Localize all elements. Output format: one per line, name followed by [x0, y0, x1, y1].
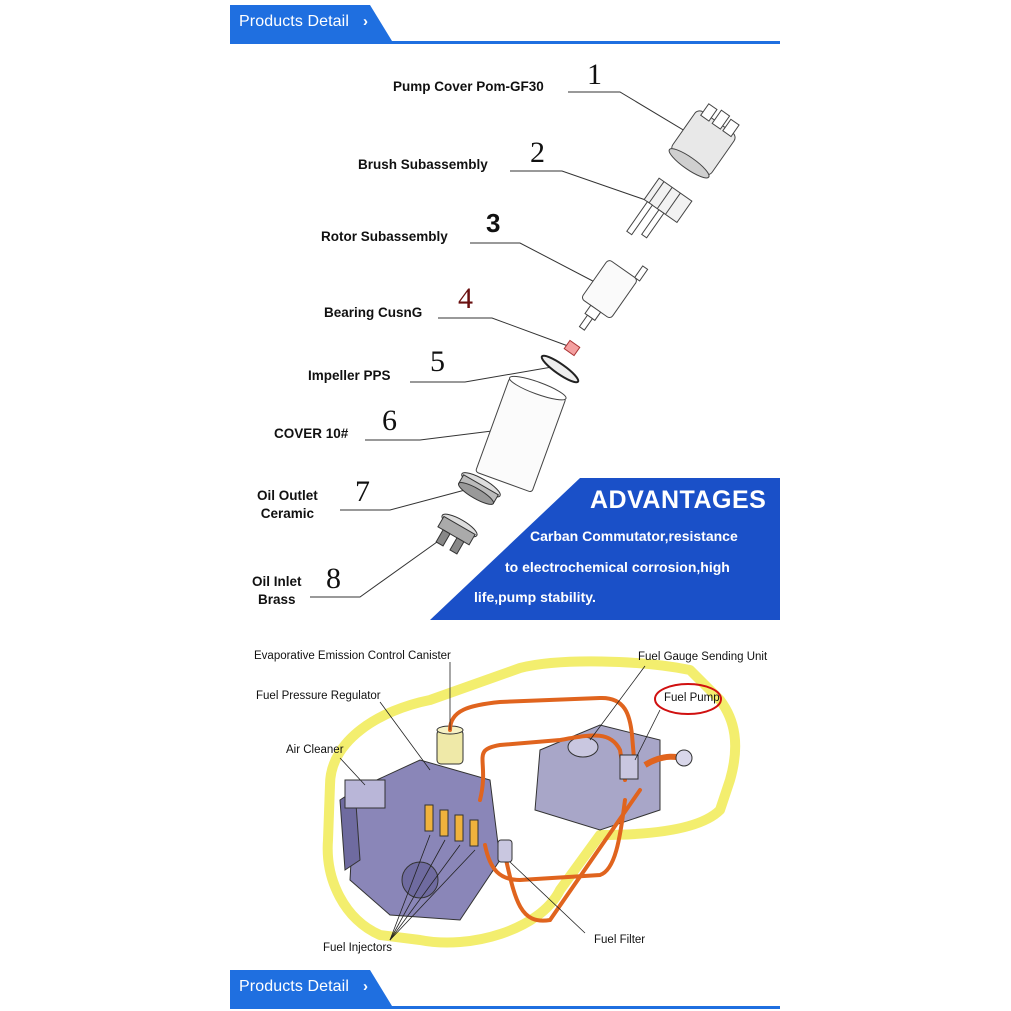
advantages-line-2: to electrochemical corrosion,high [505, 559, 730, 575]
cover-part [475, 375, 567, 493]
advantages-line-3: life,pump stability. [474, 589, 596, 605]
impeller-part [540, 354, 580, 384]
part-label-5: Impeller PPS [308, 368, 391, 383]
fuel-pump-highlight [654, 683, 722, 715]
label-fuel-injectors: Fuel Injectors [323, 942, 393, 954]
part-number-2: 2 [530, 136, 545, 169]
part-label-4: Bearing CusnG [324, 305, 423, 320]
part-number-3: 3 [486, 208, 501, 238]
leader-line-2 [510, 170, 661, 206]
part-label-2: Brush Subassembly [358, 157, 488, 172]
part-label-7: Oil Outlet Ceramic [257, 487, 318, 523]
part-label-7-line1: Oil Outlet [257, 488, 318, 503]
brush-subassembly-part [626, 177, 693, 239]
rotor-subassembly-part [578, 260, 649, 331]
label-fuel-filter: Fuel Filter [594, 934, 646, 946]
part-number-6: 6 [382, 404, 397, 437]
part-label-7-line2: Ceramic [260, 506, 315, 521]
pump-cover-part [668, 103, 740, 179]
label-air-cleaner: Air Cleaner [286, 744, 344, 756]
banner-tab [230, 5, 392, 41]
sending-unit [567, 736, 599, 758]
part-label-8-line2: Brass [257, 592, 296, 607]
exploded-pump-diagram [310, 91, 740, 598]
injectors-group [424, 804, 479, 847]
engine-block [339, 759, 501, 921]
label-fuel-gauge: Fuel Gauge Sending Unit [638, 651, 768, 663]
car-fuel-system-diagram [322, 656, 741, 948]
banner-underline [230, 1006, 780, 1009]
leader-line-1 [568, 91, 701, 141]
oil-inlet-part [435, 513, 478, 555]
products-detail-banner-bottom: Products Detail › [230, 970, 780, 1010]
leader-line-3 [470, 242, 611, 291]
label-fuel-pressure-regulator: Fuel Pressure Regulator [256, 690, 381, 702]
part-number-5: 5 [430, 345, 445, 378]
part-label-8: Oil Inlet Brass [252, 573, 302, 609]
fuel-lines [448, 695, 642, 923]
label-evaporative-canister: Evaporative Emission Control Canister [254, 650, 451, 662]
bearing-part [563, 339, 581, 357]
part-number-1: 1 [587, 58, 602, 91]
part-number-4: 4 [458, 282, 473, 315]
air-cleaner-box [344, 779, 386, 809]
leader-line-7 [340, 489, 466, 511]
part-label-6: COVER 10# [274, 426, 349, 441]
fuel-pump-part [619, 749, 693, 780]
oil-outlet-part [457, 472, 501, 505]
part-number-8: 8 [326, 562, 341, 595]
part-label-8-line1: Oil Inlet [252, 574, 302, 589]
leader-line-6 [365, 427, 517, 441]
chevron-right-icon: › [363, 13, 368, 30]
advantages-panel [430, 478, 780, 620]
advantages-line-1: Carban Commutator,resistance [530, 528, 738, 544]
advantages-title: ADVANTAGES [590, 486, 767, 514]
part-label-3: Rotor Subassembly [321, 229, 448, 244]
part-number-7: 7 [355, 475, 370, 508]
banner-title: Products Detail [239, 978, 349, 995]
banner-tab [230, 970, 392, 1006]
banner-title: Products Detail [239, 13, 349, 30]
fuel-filter-part [497, 839, 513, 863]
leader-line-4 [438, 317, 569, 347]
leader-line-5 [410, 366, 553, 383]
products-detail-banner-top: Products Detail › [230, 5, 780, 45]
label-fuel-pump: Fuel Pump [664, 692, 720, 704]
chevron-right-icon: › [363, 978, 368, 995]
part-label-1: Pump Cover Pom-GF30 [393, 79, 544, 94]
leader-line-8 [310, 536, 445, 598]
banner-underline [230, 41, 780, 44]
